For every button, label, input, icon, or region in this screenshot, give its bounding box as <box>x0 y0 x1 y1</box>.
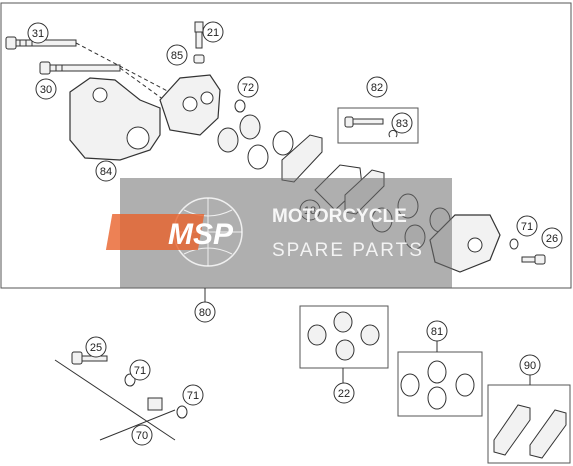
brake-line-70 <box>54 359 176 441</box>
callout-circle <box>85 336 107 358</box>
callout-label: 25 <box>90 342 102 354</box>
pad-set-left <box>493 404 531 456</box>
caliper-bracket-84 <box>69 77 161 161</box>
callout-circle <box>166 44 188 66</box>
bolt-30 <box>39 61 121 75</box>
pad-pin <box>344 116 384 128</box>
callout-label: 80 <box>199 307 211 319</box>
callout-circle <box>333 382 355 404</box>
callout-label: 31 <box>32 28 44 40</box>
callout-label: 85 <box>171 50 183 62</box>
callout-82: 82 <box>366 76 388 98</box>
callout-circle <box>129 359 151 381</box>
callout-label: 26 <box>546 233 558 245</box>
callout-label: 84 <box>100 166 112 178</box>
callout-circle <box>366 76 388 98</box>
callout-83: 83 <box>391 112 413 134</box>
banjo-fitting <box>147 397 163 411</box>
piston-seals-left <box>247 130 294 170</box>
callout-81: 81 <box>426 320 448 342</box>
callout-circle <box>27 22 49 44</box>
watermark-line2: SPARE PARTS <box>272 240 424 261</box>
callout-71b: 71 <box>129 359 151 381</box>
watermark-logo: MSP <box>168 218 234 251</box>
callout-circle <box>519 354 541 376</box>
callout-circle <box>237 76 259 98</box>
callout-circle <box>35 78 57 100</box>
callout-label: 71 <box>187 390 199 402</box>
callout-71c: 71 <box>182 384 204 406</box>
callout-30: 30 <box>35 78 57 100</box>
callout-circle <box>516 215 538 237</box>
callout-circle <box>426 320 448 342</box>
callout-label: 70 <box>136 430 148 442</box>
piston-kit <box>307 311 380 361</box>
callout-label: 82 <box>371 82 383 94</box>
callout-25: 25 <box>85 336 107 358</box>
callout-72: 72 <box>237 76 259 98</box>
o-ring-71-lower-a <box>124 373 136 387</box>
callout-90: 90 <box>519 354 541 376</box>
callout-85: 85 <box>166 44 188 66</box>
callout-label: 81 <box>431 326 443 338</box>
callout-31: 31 <box>27 22 49 44</box>
caliper-pistons-left <box>217 114 261 153</box>
callout-circle <box>182 384 204 406</box>
callout-70: 70 <box>131 424 153 446</box>
callout-circle <box>131 424 153 446</box>
pad-set-right <box>529 409 567 459</box>
screw-26 <box>521 254 546 265</box>
watermark-line1: MOTORCYCLE <box>272 206 407 227</box>
pin-clip-83 <box>388 129 398 138</box>
callout-label: 72 <box>242 82 254 94</box>
callout-circle <box>541 227 563 249</box>
callout-label: 71 <box>134 365 146 377</box>
pad-set-box-90 <box>487 384 571 464</box>
callout-label: 71 <box>521 221 533 233</box>
callout-84: 84 <box>95 160 117 182</box>
callout-71a: 71 <box>516 215 538 237</box>
callout-21: 21 <box>202 21 224 43</box>
seal-kit-box-81 <box>397 351 483 417</box>
seal-kit <box>400 360 475 410</box>
callout-circle <box>202 21 224 43</box>
callout-label: 30 <box>40 84 52 96</box>
brake-pad-left <box>281 134 323 183</box>
callout-label: 83 <box>396 118 408 130</box>
callout-label: 90 <box>524 360 536 372</box>
o-ring-71-lower-b <box>176 405 188 419</box>
piston-kit-box-22 <box>299 305 389 369</box>
bleeder-cap-85 <box>193 54 205 64</box>
watermark: MSP MOTORCYCLE SPARE PARTS <box>105 178 452 288</box>
o-ring-72 <box>234 99 246 113</box>
bleeder-valve-21 <box>194 21 204 49</box>
callout-26: 26 <box>541 227 563 249</box>
callout-circle <box>95 160 117 182</box>
callout-80: 80 <box>194 301 216 323</box>
pin-kit-box-82 <box>337 107 419 144</box>
o-ring-71-upper <box>509 238 519 250</box>
callout-circle <box>391 112 413 134</box>
callout-circle <box>194 301 216 323</box>
callout-label: 21 <box>207 27 219 39</box>
callout-22: 22 <box>333 382 355 404</box>
callout-label: 22 <box>338 388 350 400</box>
